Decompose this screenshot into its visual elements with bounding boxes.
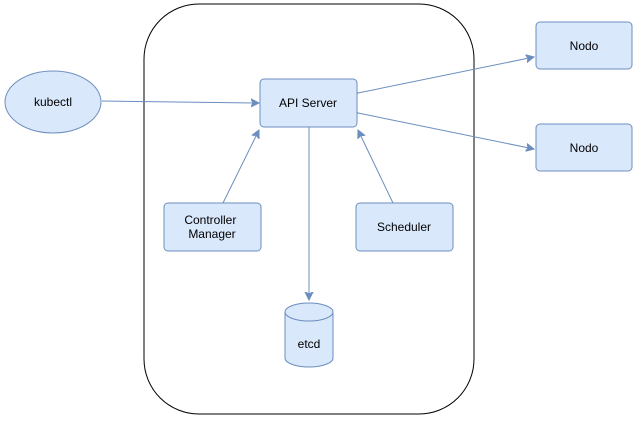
api-server-node: API Server xyxy=(259,78,358,128)
nodo-1-label: Nodo xyxy=(570,39,599,53)
etcd-label: etcd xyxy=(298,337,321,351)
edge-api-server-nodo-1 xyxy=(358,57,534,93)
controller-manager-label-line-1: Controller xyxy=(184,213,236,227)
nodo-node-2: Nodo xyxy=(535,123,633,172)
kubectl-label: kubectl xyxy=(34,95,72,109)
nodo-node-1: Nodo xyxy=(535,21,633,70)
controller-manager-node: Controller Manager xyxy=(163,202,262,252)
controller-manager-label: Controller Manager xyxy=(184,213,239,241)
scheduler-label: Scheduler xyxy=(377,220,431,234)
edge-kubectl-to-api-server xyxy=(101,101,259,103)
edge-controller-manager-to-api-server xyxy=(222,130,259,204)
edge-api-server-nodo-2 xyxy=(358,113,534,149)
edges xyxy=(101,57,534,300)
scheduler-node: Scheduler xyxy=(355,202,454,252)
kubectl-node: kubectl xyxy=(4,70,102,134)
api-server-label: API Server xyxy=(279,96,337,110)
controller-manager-label-line-2: Manager xyxy=(188,227,235,241)
etcd-node: etcd xyxy=(284,302,334,368)
nodo-2-label: Nodo xyxy=(570,141,599,155)
